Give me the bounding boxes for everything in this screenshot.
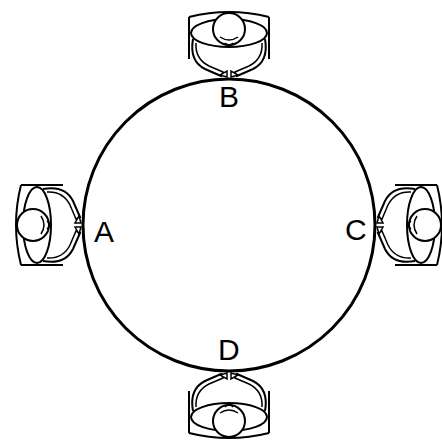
table-circle: [83, 79, 375, 371]
seat-letter: A: [94, 217, 114, 247]
seat-letter: D: [218, 335, 240, 365]
seat-letter: C: [345, 215, 367, 245]
seat-letter: B: [219, 82, 239, 112]
person-right: [377, 185, 442, 265]
person-left: [16, 185, 81, 265]
person-top: [189, 12, 269, 77]
person-bottom: [189, 373, 269, 438]
